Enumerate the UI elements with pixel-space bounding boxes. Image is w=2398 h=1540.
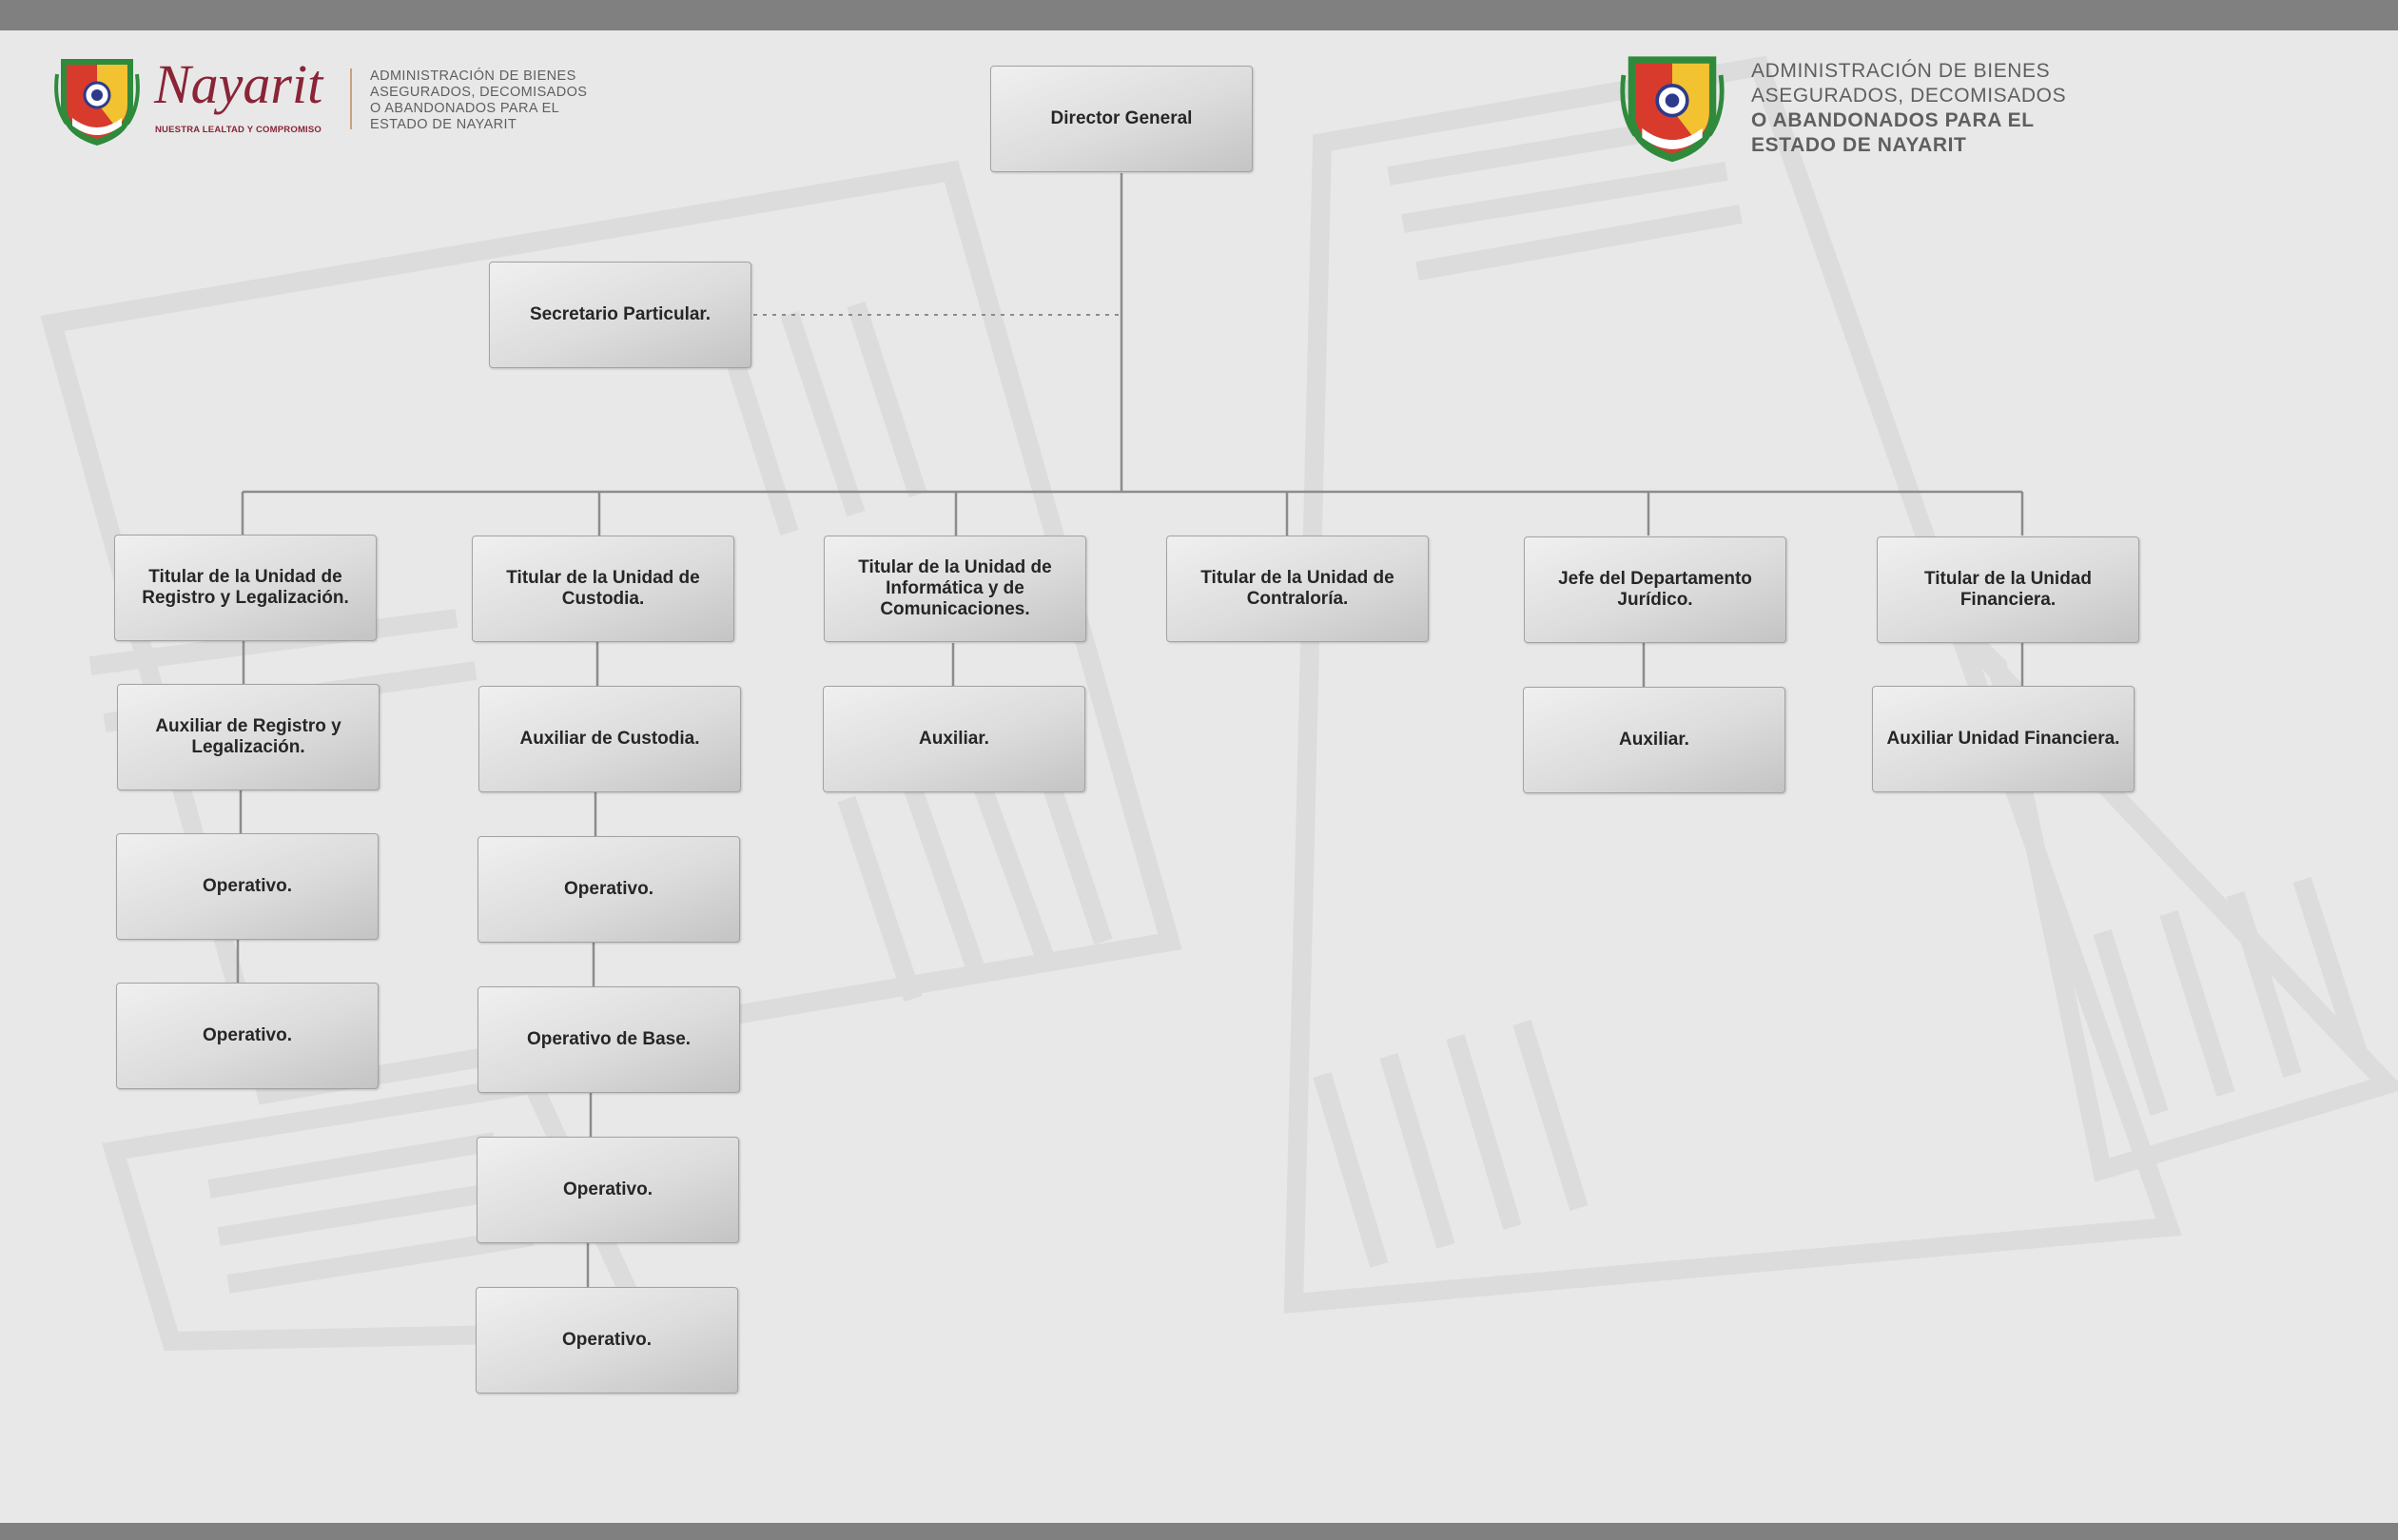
org-line: ESTADO DE NAYARIT [1751, 134, 1967, 156]
node-label: Operativo. [203, 876, 292, 896]
unit-custodia-box: Titular de la Unidad de Custodia. [472, 536, 734, 642]
staff-box: Operativo. [478, 836, 740, 943]
node-label: Auxiliar de Registro y Legalización. [155, 716, 341, 757]
node-label: Auxiliar Unidad Financiera. [1886, 729, 2120, 749]
top-bar [0, 0, 2398, 30]
org-line: O ABANDONADOS PARA EL [370, 101, 560, 116]
svg-text:Nayarit: Nayarit [153, 55, 324, 115]
node-label: Titular de la Unidad de Registro y Legal… [142, 567, 349, 608]
node-label: Auxiliar de Custodia. [519, 729, 700, 749]
unit-juridico-box: Jefe del Departamento Jurídico. [1524, 536, 1786, 643]
staff-box: Auxiliar de Custodia. [478, 686, 741, 792]
node-label: Jefe del Departamento Jurídico. [1558, 569, 1752, 610]
director-general-box: Director General [990, 66, 1253, 172]
node-label: Titular de la Unidad de Custodia. [506, 568, 700, 609]
unit-contraloria-box: Titular de la Unidad de Contraloría. [1166, 536, 1429, 642]
tagline: NUESTRA LEALTAD Y COMPROMISO [155, 125, 322, 135]
org-line: ASEGURADOS, DECOMISADOS [370, 85, 588, 100]
staff-box: Auxiliar. [823, 686, 1085, 792]
unit-financiera-box: Titular de la Unidad Financiera. [1877, 536, 2139, 643]
staff-box: Auxiliar. [1523, 687, 1785, 793]
unit-informatica-box: Titular de la Unidad de Informática y de… [824, 536, 1086, 642]
nayarit-wordmark: Nayarit [153, 55, 324, 115]
org-line: ADMINISTRACIÓN DE BIENES [370, 68, 576, 84]
staff-box: Operativo. [477, 1137, 739, 1243]
logo-divider [350, 68, 352, 129]
org-name-right: ADMINISTRACIÓN DE BIENES ASEGURADOS, DEC… [1751, 59, 2066, 158]
node-label: Titular de la Unidad de Contraloría. [1200, 568, 1394, 609]
node-label: Secretario Particular. [529, 304, 712, 324]
org-line: ADMINISTRACIÓN DE BIENES [1751, 60, 2051, 82]
staff-box: Operativo. [116, 983, 379, 1089]
staff-box: Operativo. [116, 833, 379, 940]
staff-box: Operativo. [476, 1287, 738, 1394]
node-label: Auxiliar. [1619, 730, 1689, 750]
nayarit-coat-of-arms-icon [54, 59, 140, 146]
node-label: Operativo. [562, 1330, 652, 1350]
node-label: Director General [1050, 108, 1193, 128]
nayarit-coat-of-arms-icon [1620, 56, 1725, 163]
secretary-box: Secretario Particular. [489, 262, 751, 368]
node-label: Operativo de Base. [526, 1029, 692, 1049]
staff-box: Auxiliar de Registro y Legalización. [117, 684, 380, 790]
node-label: Operativo. [564, 879, 653, 899]
staff-box: Auxiliar Unidad Financiera. [1872, 686, 2135, 792]
unit-registro-box: Titular de la Unidad de Registro y Legal… [114, 535, 377, 641]
org-line: ASEGURADOS, DECOMISADOS [1751, 85, 2067, 107]
bottom-bar [0, 1523, 2398, 1540]
staff-box: Operativo de Base. [478, 986, 740, 1093]
node-label: Operativo. [203, 1025, 292, 1045]
org-line: ESTADO DE NAYARIT [370, 117, 517, 132]
node-label: Titular de la Unidad de Informática y de… [858, 557, 1052, 619]
org-name-left: ADMINISTRACIÓN DE BIENES ASEGURADOS, DEC… [370, 68, 587, 133]
node-label: Titular de la Unidad Financiera. [1924, 569, 2092, 610]
org-line: O ABANDONADOS PARA EL [1751, 109, 2035, 131]
node-label: Operativo. [563, 1179, 653, 1199]
node-label: Auxiliar. [919, 729, 989, 749]
